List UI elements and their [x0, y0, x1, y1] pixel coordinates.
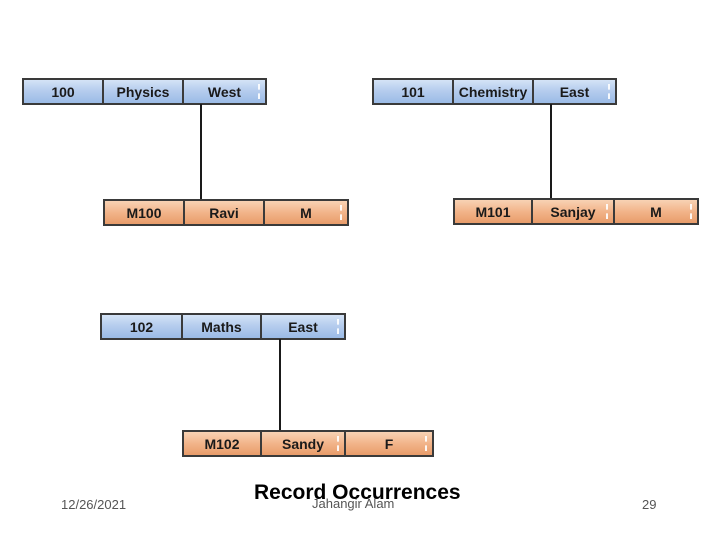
field-gender: M	[265, 201, 347, 224]
field-id: 100	[24, 80, 104, 103]
record-102: 102 Maths East	[100, 313, 346, 340]
record-m102: M102 Sandy F	[182, 430, 434, 457]
field-id: 102	[102, 315, 183, 338]
field-subject: Chemistry	[454, 80, 534, 103]
field-id: M102	[184, 432, 262, 455]
field-region: East	[534, 80, 615, 103]
dashed-marker	[690, 204, 692, 219]
field-id: M100	[105, 201, 185, 224]
footer-date: 12/26/2021	[61, 497, 127, 512]
field-region: East	[262, 315, 344, 338]
field-region: West	[184, 80, 265, 103]
field-subject: Maths	[183, 315, 262, 338]
dashed-marker	[337, 436, 339, 451]
field-name: Sandy	[262, 432, 346, 455]
dashed-marker	[608, 84, 610, 99]
dashed-marker	[606, 204, 608, 219]
dashed-marker	[425, 436, 427, 451]
dashed-marker	[258, 84, 260, 99]
link-101-m101	[550, 104, 552, 199]
dashed-marker	[340, 205, 342, 220]
field-gender: M	[615, 200, 697, 223]
footer-author: Jahangir Alam	[312, 496, 395, 511]
field-id: M101	[455, 200, 533, 223]
record-101: 101 Chemistry East	[372, 78, 617, 105]
field-name: Ravi	[185, 201, 265, 224]
link-102-m102	[279, 339, 281, 430]
slide-title: Record Occurrences	[254, 481, 461, 504]
dashed-marker	[337, 319, 339, 334]
field-id: 101	[374, 80, 454, 103]
link-100-m100	[200, 104, 202, 199]
record-m100: M100 Ravi M	[103, 199, 349, 226]
page-number: 29	[642, 497, 657, 512]
record-m101: M101 Sanjay M	[453, 198, 699, 225]
field-gender: F	[346, 432, 432, 455]
record-100: 100 Physics West	[22, 78, 267, 105]
field-name: Sanjay	[533, 200, 615, 223]
field-subject: Physics	[104, 80, 184, 103]
